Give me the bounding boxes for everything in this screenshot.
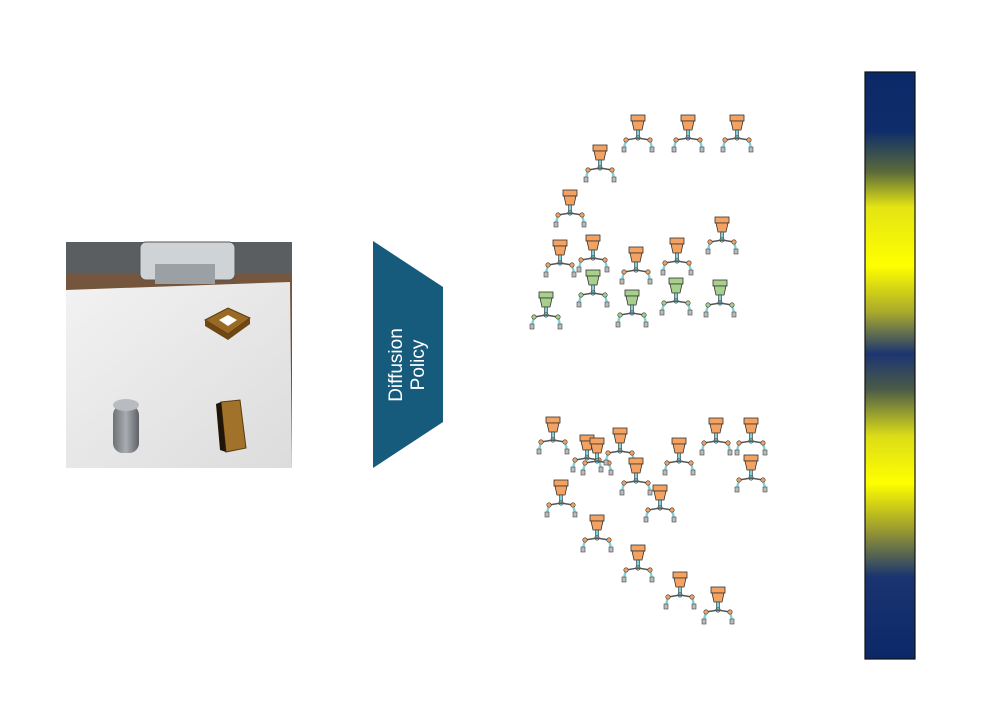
robot-gripper-icon: [620, 543, 656, 584]
robot-gripper-icon: [618, 245, 654, 286]
robot-gripper-icon: [579, 513, 615, 554]
robot-gripper-icon: [661, 436, 697, 477]
robot-gripper-icon: [582, 143, 618, 184]
diffusion-policy-label: Diffusion Policy: [363, 310, 453, 420]
robot-gripper-icon: [575, 233, 611, 274]
robot-gripper-icon: [670, 113, 706, 154]
policy-label-line1: Diffusion: [386, 328, 407, 402]
robot-gripper-icon: [719, 113, 755, 154]
robot-gripper-icon: [618, 456, 654, 497]
robot-gripper-icon: [733, 453, 769, 494]
colorbar-gradient: [864, 71, 916, 660]
robot-gripper-icon: [552, 188, 588, 229]
robot-tabletop-scene-icon: [66, 241, 292, 468]
robot-gripper-icon: [733, 416, 769, 457]
lower-gripper-cluster: [535, 415, 769, 626]
robot-gripper-icon: [659, 236, 695, 277]
robot-gripper-icon: [658, 276, 694, 317]
highlighted-gripper-cluster: [528, 268, 738, 331]
upper-gripper-cluster: [542, 113, 755, 286]
robot-gripper-icon: [702, 278, 738, 319]
robot-gripper-icon: [698, 416, 734, 457]
diffusion-policy-block: [373, 241, 443, 468]
robot-gripper-icon: [575, 268, 611, 309]
robot-gripper-icon: [535, 415, 571, 456]
robot-gripper-icon: [700, 585, 736, 626]
robot-gripper-icon: [614, 288, 650, 329]
robot-gripper-icon: [704, 215, 740, 256]
robot-gripper-icon: [543, 478, 579, 519]
robot-gripper-icon: [662, 570, 698, 611]
robot-gripper-icon: [542, 238, 578, 279]
robot-gripper-icon: [528, 290, 564, 331]
policy-label-line2: Policy: [408, 339, 429, 391]
robot-gripper-icon: [620, 113, 656, 154]
